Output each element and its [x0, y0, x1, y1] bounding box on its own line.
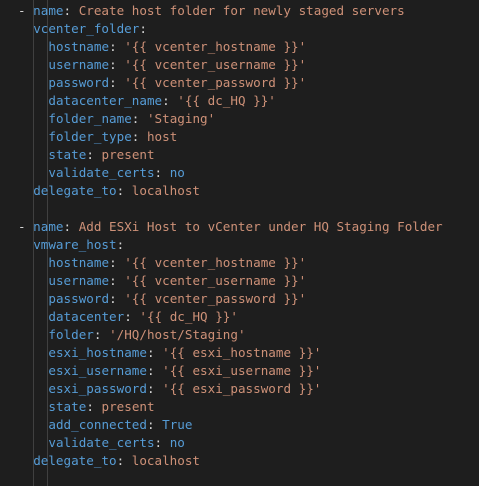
- param-value: '{{ esxi_hostname }}': [162, 345, 322, 360]
- code-line-module: vmware_host:: [33, 237, 125, 252]
- code-line-module: vcenter_folder:: [33, 21, 147, 36]
- param-key: esxi_password: [48, 381, 147, 396]
- param-value: '{{ vcenter_password }}': [124, 75, 307, 90]
- param-value: no: [169, 165, 185, 180]
- param-value: present: [101, 147, 155, 162]
- param-key: esxi_username: [48, 363, 147, 378]
- param-key: datacenter_name: [48, 93, 163, 108]
- param-value: host: [146, 129, 178, 144]
- param-value: '{{ dc_HQ }}': [177, 93, 276, 108]
- code-line-param: state: present: [48, 399, 155, 414]
- code-line-param: add_connected: True: [48, 417, 193, 432]
- param-value: '{{ vcenter_hostname }}': [124, 39, 307, 54]
- delegate-key: delegate_to: [33, 453, 117, 468]
- param-key: hostname: [48, 39, 110, 54]
- param-value: no: [169, 435, 185, 450]
- code-line-param: validate_certs: no: [48, 165, 185, 180]
- code-line-param: esxi_password: '{{ esxi_password }}': [48, 381, 322, 396]
- param-key: password: [48, 291, 110, 306]
- delegate-value: localhost: [131, 453, 201, 468]
- param-value: '{{ esxi_password }}': [162, 381, 322, 396]
- yaml-key: name: [33, 219, 64, 234]
- code-line-param: password: '{{ vcenter_password }}': [48, 291, 307, 306]
- code-line-param: hostname: '{{ vcenter_hostname }}': [48, 39, 307, 54]
- indent-guide: [47, 0, 48, 486]
- code-line-param: validate_certs: no: [48, 435, 185, 450]
- param-value: present: [101, 399, 155, 414]
- code-line-param: password: '{{ vcenter_password }}': [48, 75, 307, 90]
- param-key: folder: [48, 327, 94, 342]
- code-line-param: folder_type: host: [48, 129, 178, 144]
- code-line-delegate: delegate_to: localhost: [33, 453, 201, 468]
- param-value: True: [162, 417, 193, 432]
- code-line-param: username: '{{ vcenter_username }}': [48, 57, 307, 72]
- code-line-param: folder_name: 'Staging': [48, 111, 216, 126]
- param-key: username: [48, 273, 110, 288]
- task-name-value: Create host folder for newly staged serv…: [78, 3, 405, 18]
- yaml-key: name: [33, 3, 64, 18]
- param-key: validate_certs: [48, 165, 155, 180]
- param-key: folder_name: [48, 111, 132, 126]
- code-line-param: datacenter: '{{ dc_HQ }}': [48, 309, 238, 324]
- param-key: validate_certs: [48, 435, 155, 450]
- code-line-task-name: - name: Create host folder for newly sta…: [18, 3, 405, 18]
- code-line-param: username: '{{ vcenter_username }}': [48, 273, 307, 288]
- delegate-key: delegate_to: [33, 183, 117, 198]
- param-key: username: [48, 57, 110, 72]
- param-value: '{{ vcenter_password }}': [124, 291, 307, 306]
- param-key: state: [48, 147, 87, 162]
- param-value: '{{ esxi_username }}': [162, 363, 322, 378]
- param-value: '/HQ/host/Staging': [109, 327, 246, 342]
- code-line-param: hostname: '{{ vcenter_hostname }}': [48, 255, 307, 270]
- param-value: 'Staging': [146, 111, 216, 126]
- param-key: datacenter: [48, 309, 125, 324]
- list-dash: -: [18, 3, 34, 18]
- task-name-value: Add ESXi Host to vCenter under HQ Stagin…: [78, 219, 443, 234]
- param-key: password: [48, 75, 110, 90]
- list-dash: -: [18, 219, 34, 234]
- param-key: state: [48, 399, 87, 414]
- param-value: '{{ vcenter_username }}': [124, 273, 307, 288]
- code-line-param: datacenter_name: '{{ dc_HQ }}': [48, 93, 276, 108]
- indent-guide: [33, 0, 34, 486]
- code-line-delegate: delegate_to: localhost: [33, 183, 201, 198]
- param-value: '{{ vcenter_hostname }}': [124, 255, 307, 270]
- code-line-param: state: present: [48, 147, 155, 162]
- code-line-param: esxi_username: '{{ esxi_username }}': [48, 363, 322, 378]
- code-line-param: folder: '/HQ/host/Staging': [48, 327, 246, 342]
- module-key: vcenter_folder: [33, 21, 140, 36]
- code-line-task-name: - name: Add ESXi Host to vCenter under H…: [18, 219, 443, 234]
- param-key: hostname: [48, 255, 110, 270]
- param-value: '{{ dc_HQ }}': [139, 309, 238, 324]
- param-key: esxi_hostname: [48, 345, 147, 360]
- module-key: vmware_host: [33, 237, 117, 252]
- code-line-param: esxi_hostname: '{{ esxi_hostname }}': [48, 345, 322, 360]
- delegate-value: localhost: [131, 183, 201, 198]
- param-value: '{{ vcenter_username }}': [124, 57, 307, 72]
- param-key: folder_type: [48, 129, 132, 144]
- param-key: add_connected: [48, 417, 147, 432]
